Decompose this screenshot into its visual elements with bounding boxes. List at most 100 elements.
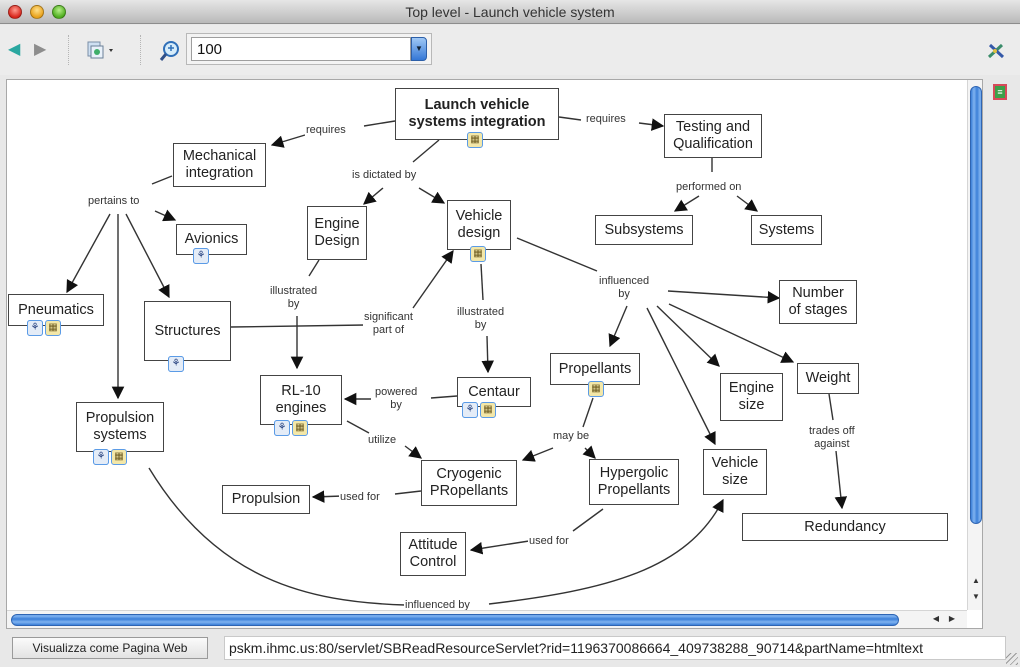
concept-map-icon[interactable]: ⚘ (93, 449, 109, 465)
document-icon[interactable]: ▦ (480, 402, 496, 418)
link-label[interactable]: influenced by (404, 599, 471, 612)
concept-map-icon[interactable]: ⚘ (274, 420, 290, 436)
view-as-web-page-button[interactable]: Visualizza come Pagina Web (12, 637, 208, 659)
concept-map: Launch vehicle systems integration ▦ Mec… (7, 80, 967, 612)
toolbar-separator (140, 35, 141, 65)
concept-map-icon[interactable]: ⚘ (27, 320, 43, 336)
link-label[interactable]: illustrated by (456, 306, 506, 332)
resource-icons: ▦⚘ (462, 402, 496, 418)
crossed-tools-icon[interactable] (986, 42, 1006, 64)
document-icon[interactable]: ▦ (45, 320, 61, 336)
connector (488, 498, 724, 605)
zoom-dropdown-button[interactable]: ▼ (411, 37, 427, 61)
concept-node[interactable]: Weight (797, 363, 859, 394)
connector (469, 540, 530, 555)
link-label[interactable]: influenced by (598, 275, 651, 301)
concept-node[interactable]: Testing and Qualification (664, 114, 762, 158)
link-label[interactable]: illustrated by (269, 285, 319, 311)
concept-map-icon[interactable]: ⚘ (193, 248, 209, 264)
document-icon[interactable]: ▦ (292, 420, 308, 436)
zoom-window-button[interactable] (52, 5, 66, 19)
link-label[interactable]: pertains to (87, 195, 141, 208)
concept-node[interactable]: Vehicle size (703, 449, 767, 495)
connector (736, 195, 759, 212)
connector (834, 450, 848, 510)
window-title: Top level - Launch vehicle system (405, 4, 615, 20)
link-label[interactable]: utilize (367, 434, 398, 447)
link-label[interactable]: requires (305, 124, 347, 137)
concept-node[interactable]: Hypergolic Propellants (589, 459, 679, 505)
chevron-down-icon: ▼ (415, 44, 423, 53)
link-label[interactable]: used for (528, 535, 570, 548)
connector (394, 490, 422, 495)
resource-icons: ▦ (467, 132, 483, 148)
concept-node[interactable]: Launch vehicle systems integration (395, 88, 559, 140)
concept-map-icon[interactable]: ⚘ (462, 402, 478, 418)
document-icon[interactable]: ▦ (111, 449, 127, 465)
link-label[interactable]: is dictated by (351, 169, 418, 182)
connector (418, 187, 446, 204)
link-label[interactable]: may be (552, 430, 591, 443)
link-label[interactable]: performed on (675, 181, 743, 194)
link-label[interactable]: powered by (374, 386, 419, 412)
concept-node[interactable]: Mechanical integration (173, 143, 266, 187)
concept-node[interactable]: Pneumatics (8, 294, 104, 326)
link-label[interactable]: requires (585, 113, 627, 126)
scroll-down-button[interactable]: ▼ (968, 592, 982, 606)
concept-node[interactable]: Systems (751, 215, 822, 245)
arrow-left-icon[interactable]: ◀ (8, 41, 21, 58)
resize-grip[interactable] (1006, 653, 1018, 665)
magnifier-icon[interactable] (159, 40, 181, 66)
zoom-level-input[interactable] (191, 37, 411, 61)
vertical-scrollbar[interactable]: ▲ ▼ (967, 80, 982, 610)
resource-icons: ▦⚘ (93, 449, 127, 465)
concept-node[interactable]: Number of stages (779, 280, 857, 324)
arrow-right-icon[interactable]: ▶ (34, 41, 47, 58)
concept-node[interactable]: Subsystems (595, 215, 693, 245)
connector (828, 393, 834, 421)
notes-panel-icon[interactable]: ≡ (993, 84, 1007, 100)
connector (230, 324, 366, 328)
connection-lines (66, 116, 848, 606)
concept-node[interactable]: Propulsion systems (76, 402, 164, 452)
vertical-scroll-thumb[interactable] (970, 86, 982, 524)
concept-map-icon[interactable]: ⚘ (168, 356, 184, 372)
connector (608, 305, 628, 348)
minimize-window-button[interactable] (30, 5, 44, 19)
document-icon[interactable]: ▦ (467, 132, 483, 148)
concept-node[interactable]: Propulsion (222, 485, 310, 514)
connector (308, 259, 320, 277)
resource-icons: ▦ (588, 381, 604, 397)
concept-node[interactable]: Attitude Control (400, 532, 466, 576)
concept-node[interactable]: RL-10 engines (260, 375, 342, 425)
document-icon[interactable]: ▦ (588, 381, 604, 397)
scroll-right-button[interactable]: ▶ (945, 614, 959, 626)
concept-map-canvas: Launch vehicle systems integration ▦ Mec… (6, 79, 983, 629)
scroll-up-button[interactable]: ▲ (968, 576, 982, 590)
concept-node[interactable]: Avionics (176, 224, 247, 255)
connector (430, 395, 458, 399)
connector (404, 445, 423, 459)
concept-node[interactable]: Cryogenic PRopellants (421, 460, 517, 506)
document-icon[interactable]: ▦ (470, 246, 486, 262)
concept-node[interactable]: Redundancy (742, 513, 948, 541)
link-label[interactable]: trades off against (808, 425, 856, 451)
connector (558, 116, 582, 121)
window-stack-icon[interactable] (86, 40, 116, 64)
arrow-up-icon: ▲ (972, 576, 980, 585)
connector (582, 397, 594, 428)
close-window-button[interactable] (8, 5, 22, 19)
concept-node[interactable]: Engine size (720, 373, 783, 421)
concept-node[interactable]: Engine Design (307, 206, 367, 260)
scroll-left-button[interactable]: ◀ (929, 614, 943, 626)
link-label[interactable]: significant part of (363, 311, 414, 337)
resource-icons: ▦⚘ (27, 320, 61, 336)
resource-url-field[interactable]: pskm.ihmc.us:80/servlet/SBReadResourceSe… (224, 636, 1006, 660)
horizontal-scroll-thumb[interactable] (11, 614, 899, 626)
concept-node[interactable]: Vehicle design (447, 200, 511, 250)
link-label[interactable]: used for (339, 491, 381, 504)
concept-node[interactable]: Structures (144, 301, 231, 361)
connector (656, 305, 720, 367)
horizontal-scrollbar[interactable]: ◀ ▶ (7, 610, 967, 628)
connector (667, 290, 781, 304)
